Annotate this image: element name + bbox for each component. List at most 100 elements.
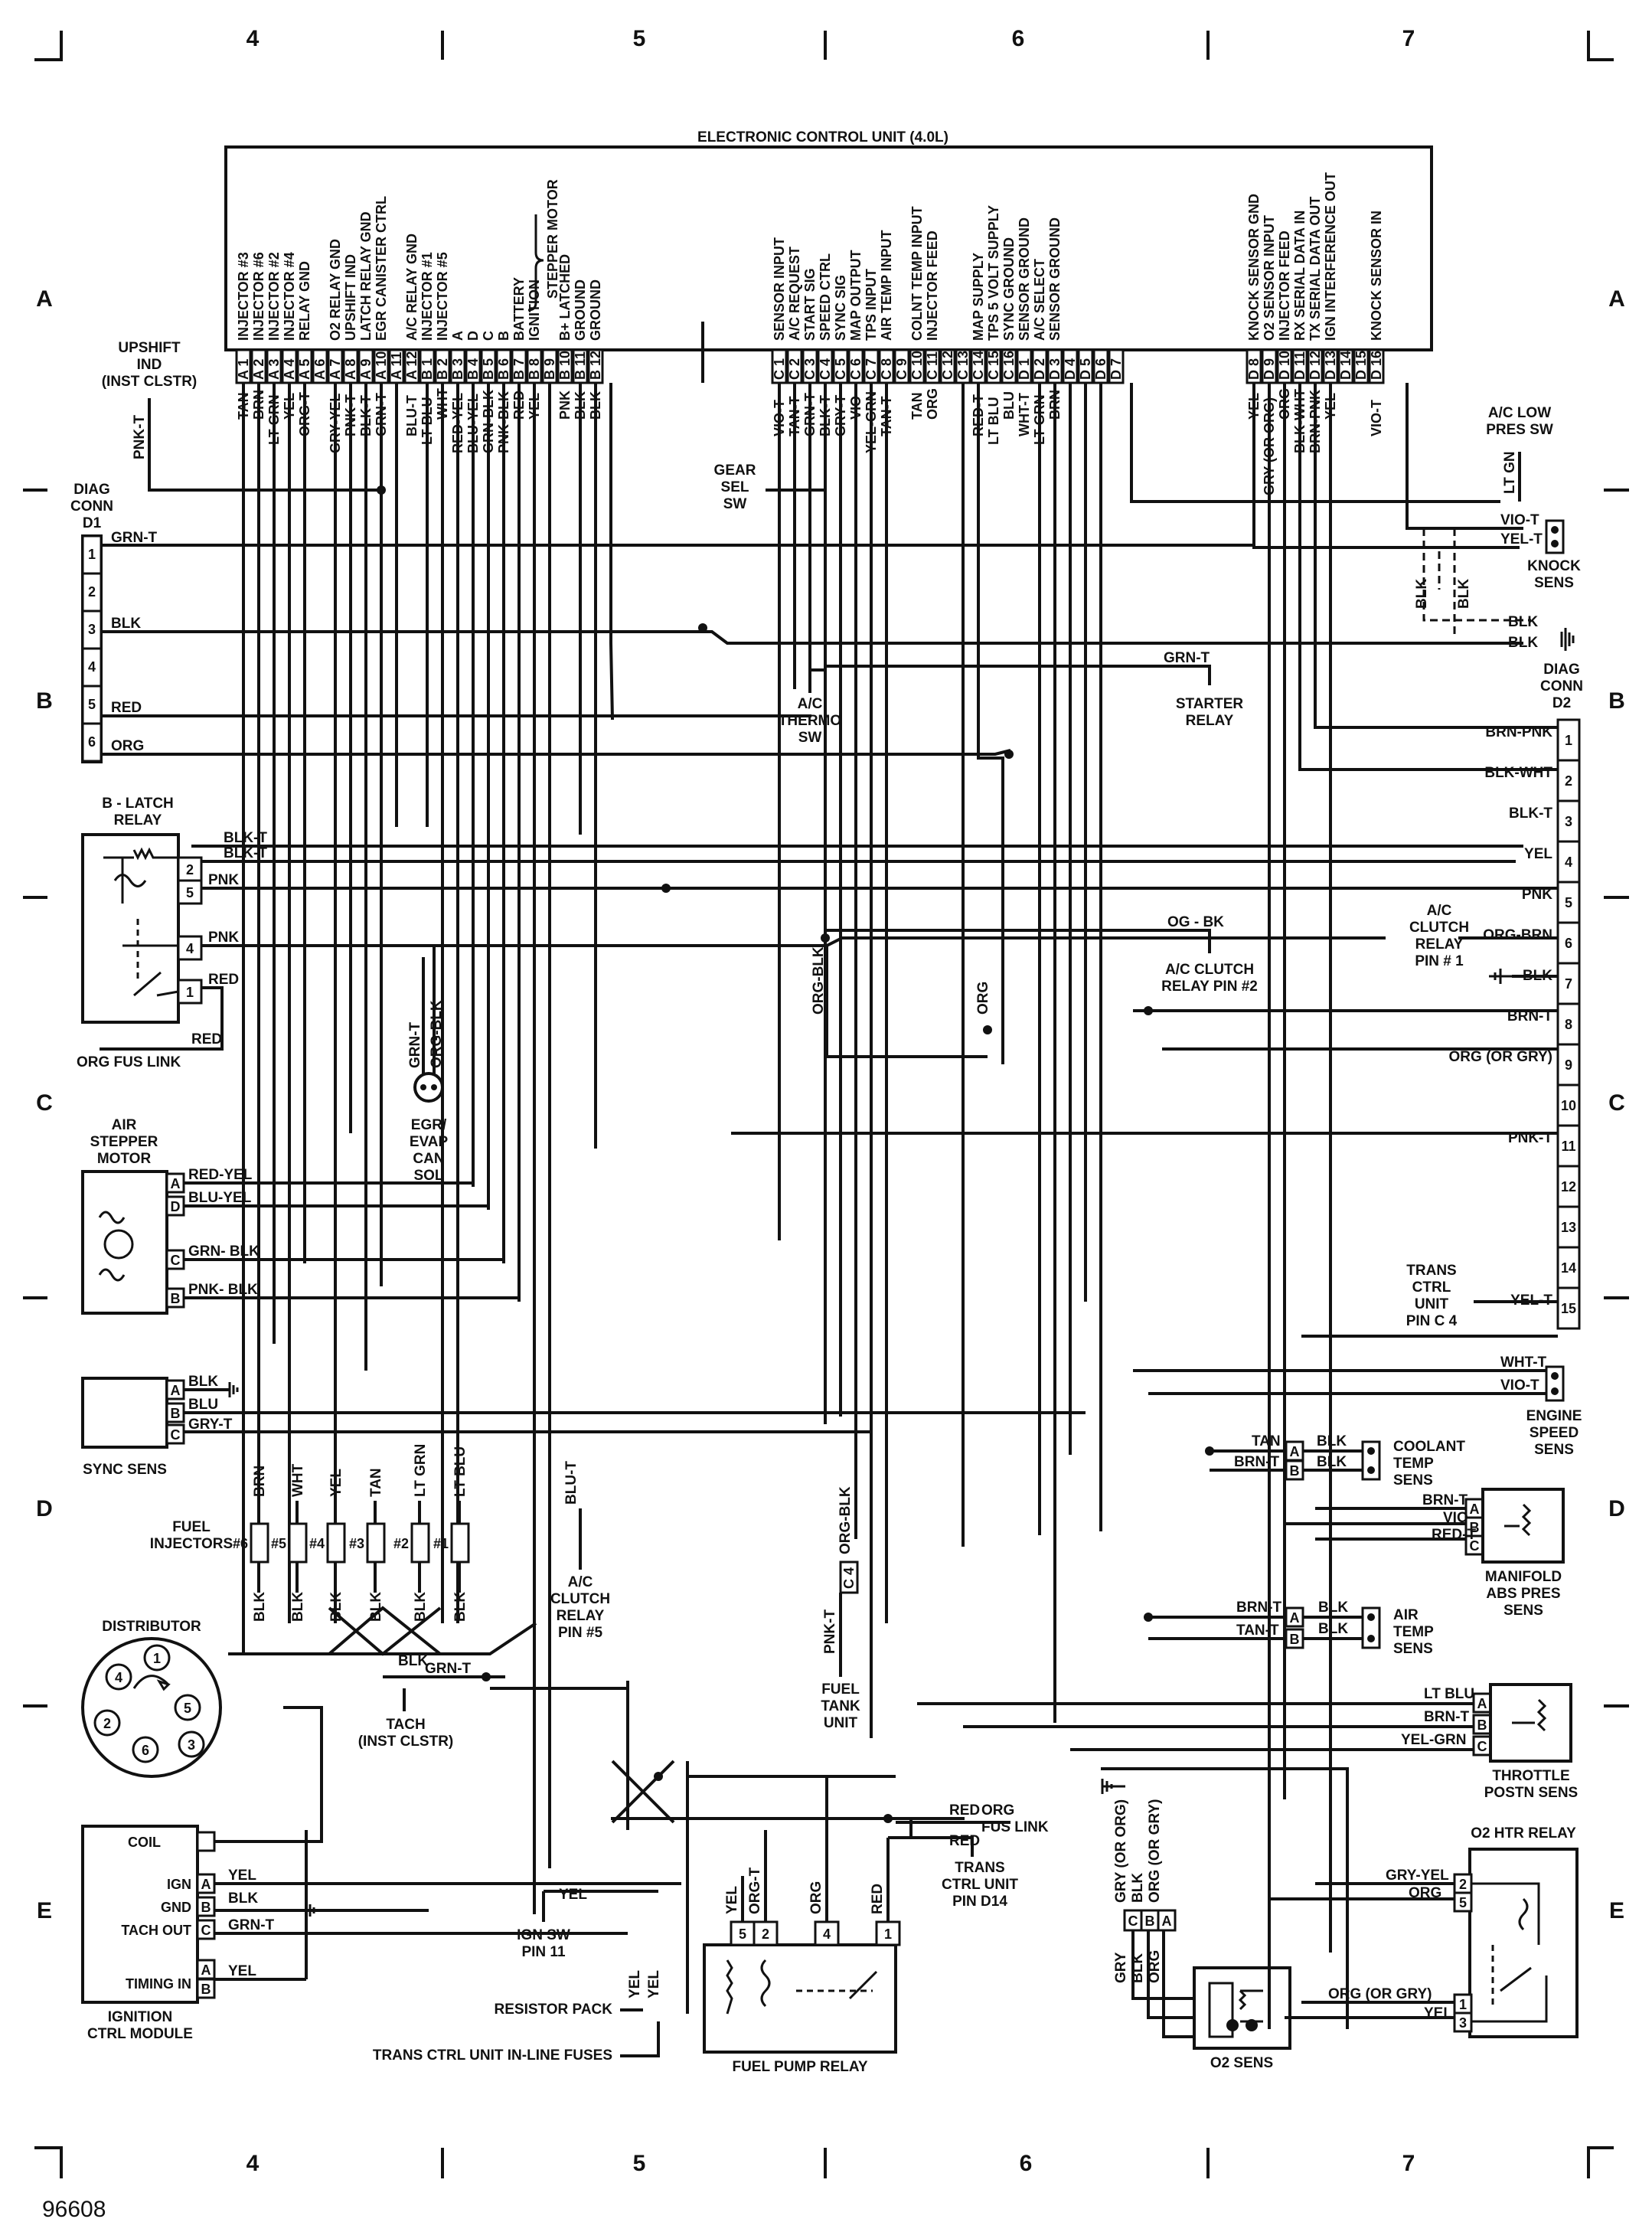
org-fus-right-wire: RED xyxy=(949,1802,980,1819)
o2-sens-pin-c: C xyxy=(1128,1913,1138,1929)
egr-line-3: CAN xyxy=(413,1151,444,1167)
ecu-pin-id-b8: B 8 xyxy=(527,358,542,380)
col-label-bottom-6: 6 xyxy=(1020,2151,1033,2176)
ac-clutch-pin2-line-1: A/C CLUTCH xyxy=(1165,962,1254,978)
injector-number-4: #4 xyxy=(309,1536,325,1551)
map-line-1: MANIFOLD xyxy=(1485,1569,1562,1585)
ecu-pin-box-d7 xyxy=(1108,348,1125,384)
svg-text:YEL: YEL xyxy=(646,1970,662,1998)
ac-clutch-pin2-line-2: RELAY PIN #2 xyxy=(1161,979,1258,995)
injector-number-1: #1 xyxy=(433,1536,449,1551)
rotor-arrow-icon xyxy=(132,1675,170,1689)
coolant-line-3: SENS xyxy=(1393,1472,1433,1489)
ecu-pin-wire-c11: ORG xyxy=(925,388,940,420)
fpr-wire-2: ORG-T xyxy=(747,1867,763,1914)
diag-d2-pin-label-13: 13 xyxy=(1561,1220,1576,1235)
org-fus-right-line-1: ORG xyxy=(981,1802,1014,1819)
org-fus-link-left: ORG FUS LINK RED xyxy=(77,1031,222,1070)
ac-clutch-pin5-wire: BLU-T xyxy=(563,1461,580,1505)
ecu-pin-id-b12: B 12 xyxy=(588,351,603,380)
egr-wire-1: GRN-T xyxy=(407,1021,423,1068)
diag-d2-pin-7 xyxy=(1556,962,1581,1005)
diag-d2-pin-13 xyxy=(1556,1205,1581,1249)
distributor-terminal-label-5: 5 xyxy=(184,1701,191,1716)
o2-htr-pin-3: 3 xyxy=(1459,2015,1467,2031)
ecu-pin-id-d5: D 5 xyxy=(1078,358,1093,380)
ecu-pin-id-b9: B 9 xyxy=(542,358,557,380)
ac-thermo-sw: A/C THERMO SW xyxy=(779,670,841,746)
ac-thermo-line-3: SW xyxy=(798,730,822,746)
ecu-pin-func-b1: INJECTOR #1 xyxy=(420,252,435,341)
b-latch-pin-1: 1 xyxy=(186,985,194,1000)
harness-wires xyxy=(100,322,1558,2038)
ac-low-pres-line-1: A/C LOW xyxy=(1488,405,1551,421)
ecu-pin-func-d2: A/C SELECT xyxy=(1032,259,1047,341)
diag-d2-wire-5: PNK xyxy=(1522,887,1552,903)
sync-sens-label: SYNC SENS xyxy=(83,1462,167,1478)
ecu-pin-func-c11: INJECTOR FEED xyxy=(925,230,940,341)
diag-d1-title-3: D1 xyxy=(83,515,102,531)
distributor-cap xyxy=(81,1637,222,1778)
distributor-terminal-2 xyxy=(93,1709,121,1737)
ecu-pin-id-c9: C 9 xyxy=(894,358,909,380)
ecu-pin-id-c3: C 3 xyxy=(802,358,818,380)
sync-sens-wire-a: BLK xyxy=(188,1374,218,1390)
diag-d1-pin-label-2: 2 xyxy=(88,584,96,600)
ecu-pin-id-a8: A 8 xyxy=(343,359,358,380)
egr-line-2: EVAP xyxy=(410,1134,449,1150)
diag-d1-wire-1: GRN-T xyxy=(111,530,158,546)
air-stepper-wire-a: RED-YEL xyxy=(188,1167,253,1183)
ground-icon xyxy=(224,1382,239,1397)
diag-d2-wire-2: BLK-WHT xyxy=(1484,765,1552,781)
row-label-left-e: E xyxy=(37,1898,52,1923)
injector-ground-wire-5: BLK xyxy=(290,1592,306,1622)
b-latch-wire-5: RED xyxy=(208,972,239,988)
o2-sens-wire-4: GRY xyxy=(1113,1952,1129,1983)
fuel-pump-relay-body xyxy=(703,1943,897,2054)
injector-5 xyxy=(288,1522,308,1564)
row-label-right-c: C xyxy=(1608,1090,1625,1116)
air-temp-pin-b: B xyxy=(1290,1632,1300,1647)
ecu-pin-func-c8: AIR TEMP INPUT xyxy=(879,230,894,341)
b-latch-wire-4: PNK xyxy=(208,930,239,946)
fpr-wire-1: RED xyxy=(870,1884,886,1914)
ecu-pin-wire-d16: VIO-T xyxy=(1369,400,1384,436)
ecu-pin-func-b8: IGNITION xyxy=(527,279,542,341)
fuel-tank-line-2: TANK xyxy=(821,1698,860,1714)
diag-d2-title-2: CONN xyxy=(1540,678,1583,694)
ecu-pin-func-c3: START SIG xyxy=(802,268,818,341)
injector-4 xyxy=(326,1522,346,1564)
upshift-wire: PNK-T xyxy=(132,415,148,459)
ac-clutch-pin1-line-2: CLUTCH xyxy=(1409,920,1469,936)
icm-row-ign: IGN xyxy=(167,1877,191,1892)
o2-sensor: C B A GRY (OR ORG) BLK ORG (OR GRY) GRY … xyxy=(1113,1799,1291,2071)
icm-row-timing-in: TIMING IN xyxy=(126,1976,191,1992)
b-latch-title-2: RELAY xyxy=(114,812,162,828)
ecu-pin-id-b7: B 7 xyxy=(511,358,527,380)
air-stepper-wire-d: BLU-YEL xyxy=(188,1190,252,1206)
ac-clutch-pin5-line-2: CLUTCH xyxy=(550,1591,610,1607)
ecu-pin-func-b4: D xyxy=(465,331,481,341)
egr-solenoid-icon xyxy=(413,1072,444,1103)
injector-ground-wire-6: BLK xyxy=(252,1592,268,1622)
coolant-wire-b: BRN-T xyxy=(1234,1454,1279,1470)
ecu-pin-id-b11: B 11 xyxy=(573,351,588,380)
ecu-pin-box-b10 xyxy=(557,348,573,384)
o2-htr-pin-1: 1 xyxy=(1459,1997,1467,2012)
ecu-pin-id-a1: A 1 xyxy=(236,359,251,380)
ecu-pin-id-c6: C 6 xyxy=(848,358,864,380)
trans-d14-line-2: CTRL UNIT xyxy=(942,1877,1018,1893)
ecu-pin-id-d13: D 13 xyxy=(1323,351,1338,380)
injector-wire-2: LT GRN xyxy=(413,1444,429,1497)
o2-sens-wire-3: ORG (OR GRY) xyxy=(1147,1799,1163,1903)
gear-sel-sw: GEAR SEL SW xyxy=(714,462,825,512)
ecu-pin-wire-c10: TAN xyxy=(909,392,925,420)
ecu-pin-id-c14: C 14 xyxy=(971,351,986,380)
throttle-position-sensor: A B C LT BLU BRN-T YEL-GRN THROTTLE POST… xyxy=(1101,1683,1578,1801)
egr-wire-2: ORG-BLK xyxy=(429,1000,445,1068)
ecu-pin-func-d12: TX SERIAL DATA OUT xyxy=(1308,197,1323,341)
